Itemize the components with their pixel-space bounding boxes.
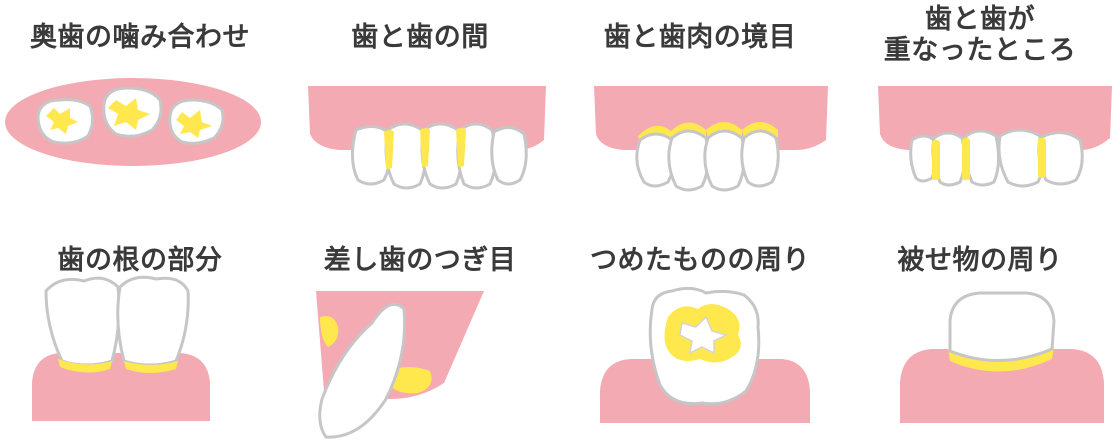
- incisor-row: [635, 129, 780, 192]
- label-crown-joint: 差し歯のつぎ目: [323, 245, 517, 276]
- plaque-gaps: [384, 128, 466, 169]
- label-filling: つめたものの周り: [590, 245, 810, 276]
- label-molar-bite: 奥歯の噛み合わせ: [30, 22, 250, 53]
- lower-gum: [32, 353, 210, 421]
- between-teeth-illustration: [308, 86, 546, 190]
- cell-crown-joint: 差し歯のつぎ目: [280, 223, 560, 446]
- label-overlap-line2: 重なったところ: [883, 35, 1077, 66]
- incisor-row: [351, 122, 528, 190]
- lower-gum: [900, 349, 1104, 423]
- molar-pair: [44, 275, 190, 367]
- plaque-bottom: [388, 367, 432, 394]
- gum-line-illustration: [594, 86, 828, 192]
- molar-right: [168, 98, 225, 145]
- label-root: 歯の根の部分: [57, 245, 223, 276]
- cell-molar-bite: 奥歯の噛み合わせ: [0, 0, 280, 223]
- label-between-teeth: 歯と歯の間: [351, 22, 489, 53]
- cell-overlap: 歯と歯が 重なったところ: [840, 0, 1120, 223]
- root-illustration: [32, 275, 210, 421]
- label-gum-line: 歯と歯肉の境目: [603, 22, 797, 53]
- cell-filling: つめたものの周り: [560, 223, 840, 446]
- label-overlap-line1: 歯と歯が: [925, 4, 1035, 35]
- crown-illustration: [900, 291, 1104, 423]
- plaque-overlap: [932, 138, 1046, 180]
- filling-star: [679, 315, 729, 355]
- false-tooth: [318, 302, 407, 439]
- cell-gum-line: 歯と歯肉の境目: [560, 0, 840, 223]
- cell-root: 歯の根の部分: [0, 223, 280, 446]
- cell-crown: 被せ物の周り: [840, 223, 1120, 446]
- molar-left: [36, 98, 95, 145]
- plaque-top: [320, 316, 339, 347]
- crown-joint-illustration: [316, 291, 484, 439]
- molar-bite-illustration: [5, 78, 261, 166]
- filling-illustration: [600, 286, 810, 423]
- cell-between-teeth: 歯と歯の間: [280, 0, 560, 223]
- label-overlap: 歯と歯が 重なったところ: [840, 4, 1120, 66]
- molar-middle: [102, 86, 163, 138]
- plaque-root: [58, 359, 178, 373]
- incisor-row: [909, 128, 1084, 188]
- crown-cap: [948, 291, 1056, 363]
- overlap-illustration: [878, 86, 1112, 188]
- label-crown: 被せ物の周り: [897, 245, 1063, 276]
